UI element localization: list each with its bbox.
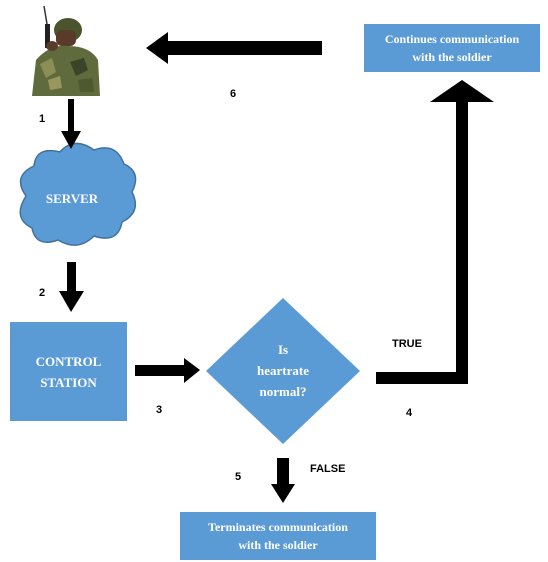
control-station-box: CONTROL STATION	[10, 322, 127, 421]
arrow-2	[59, 262, 84, 312]
step-3-label: 3	[156, 404, 163, 416]
step-1-label: 1	[39, 113, 46, 125]
control-station-line-1: CONTROL	[35, 353, 102, 369]
decision-line-2: heartrate	[257, 363, 309, 378]
arrow-1	[61, 99, 81, 149]
server-cloud	[19, 142, 137, 246]
arrow-5	[271, 458, 295, 503]
arrow-3	[135, 358, 200, 383]
step-6-label: 6	[230, 88, 237, 100]
control-station-line-2: STATION	[40, 374, 97, 390]
terminates-line-2: with the soldier	[238, 538, 318, 552]
decision-line-1: Is	[278, 342, 288, 357]
continues-box: Continues communication with the soldier	[364, 24, 540, 72]
continues-line-1: Continues communication	[384, 32, 520, 46]
decision-line-3: normal?	[260, 384, 307, 399]
decision-diamond	[206, 298, 360, 444]
soldier-icon	[32, 5, 100, 96]
arrow-6	[146, 32, 322, 64]
true-branch-label: TRUE	[392, 338, 422, 350]
terminates-line-1: Terminates communication	[208, 520, 348, 534]
server-label: SERVER	[46, 191, 99, 206]
step-2-label: 2	[39, 287, 46, 299]
false-branch-label: FALSE	[310, 463, 346, 475]
continues-line-2: with the soldier	[412, 50, 492, 64]
arrow-4	[376, 80, 494, 384]
step-5-label: 5	[235, 471, 242, 483]
terminates-box: Terminates communication with the soldie…	[180, 512, 376, 560]
step-4-label: 4	[406, 407, 413, 419]
